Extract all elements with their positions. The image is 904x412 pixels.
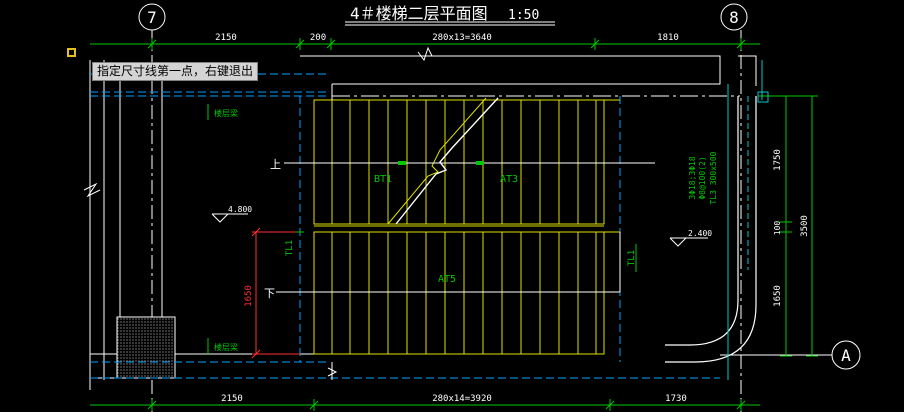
dim-top-3: 280x13=3640	[432, 33, 492, 43]
direction-arrows	[276, 162, 655, 293]
level-marker-2	[669, 237, 708, 247]
section-marks	[327, 84, 338, 380]
level-text-2: 2.400	[688, 229, 712, 238]
label-up: 上	[270, 158, 281, 171]
dim-right-3: 1650	[773, 285, 783, 307]
axis-label-8: 8	[729, 8, 739, 27]
top-wall	[300, 46, 757, 98]
label-at5: AT5	[438, 274, 456, 285]
axis-label-A: A	[841, 346, 851, 365]
direction-arrow-heads	[398, 161, 484, 165]
beam-spec-1: 3Φ18;3Φ18	[688, 156, 697, 200]
axis-bubble-7: 7	[138, 3, 166, 31]
dim-bottom-1: 2150	[221, 394, 243, 404]
break-line	[387, 97, 499, 225]
label-tl1-left: TL1	[285, 240, 295, 256]
axis-bubble-8: 8	[720, 3, 748, 31]
dim-bottom-3: 1730	[665, 394, 687, 404]
label-tl1-right: TL1	[627, 250, 637, 266]
level-text-1: 4.800	[228, 205, 252, 214]
label-down: 下	[264, 287, 275, 300]
beam-spec-2: Φ8@100(2)	[698, 156, 707, 199]
dim-right-1: 1750	[773, 149, 783, 171]
dim-right-total: 3500	[800, 215, 810, 237]
dim-top-2: 200	[310, 33, 326, 43]
dim-right-2: 100	[773, 221, 782, 236]
dim-top-1: 2150	[215, 33, 237, 43]
label-at3: AT3	[500, 174, 518, 185]
beam-spec-3: TL3 300x500	[709, 151, 718, 204]
dim-bottom-2: 280x14=3920	[432, 394, 492, 404]
stair-lower	[313, 231, 620, 355]
top-dimension	[90, 38, 760, 50]
label-bt1: BT1	[374, 174, 392, 185]
snap-marker	[67, 48, 76, 57]
drawing-scale: 1:50	[508, 8, 539, 23]
red-dimension	[251, 227, 300, 359]
red-dim-text: 1650	[244, 285, 254, 307]
level-marker-1	[211, 213, 248, 223]
beam-note-2: 楼层梁	[214, 342, 238, 352]
drawing-title: 4＃楼梯二层平面图	[350, 4, 488, 23]
axis-bubble-A: A	[831, 340, 861, 370]
beam-note-1: 楼层梁	[214, 108, 238, 118]
right-wall	[665, 96, 757, 363]
hatched-column	[116, 316, 176, 379]
stair-upper	[313, 99, 620, 227]
command-tooltip: 指定尺寸线第一点，右键退出	[92, 62, 259, 81]
bottom-dimension	[90, 399, 760, 411]
axis-label-7: 7	[147, 8, 157, 27]
axis-cyan-lines	[727, 60, 769, 380]
tl1-leaders	[294, 231, 637, 272]
dim-top-4: 1810	[657, 33, 679, 43]
